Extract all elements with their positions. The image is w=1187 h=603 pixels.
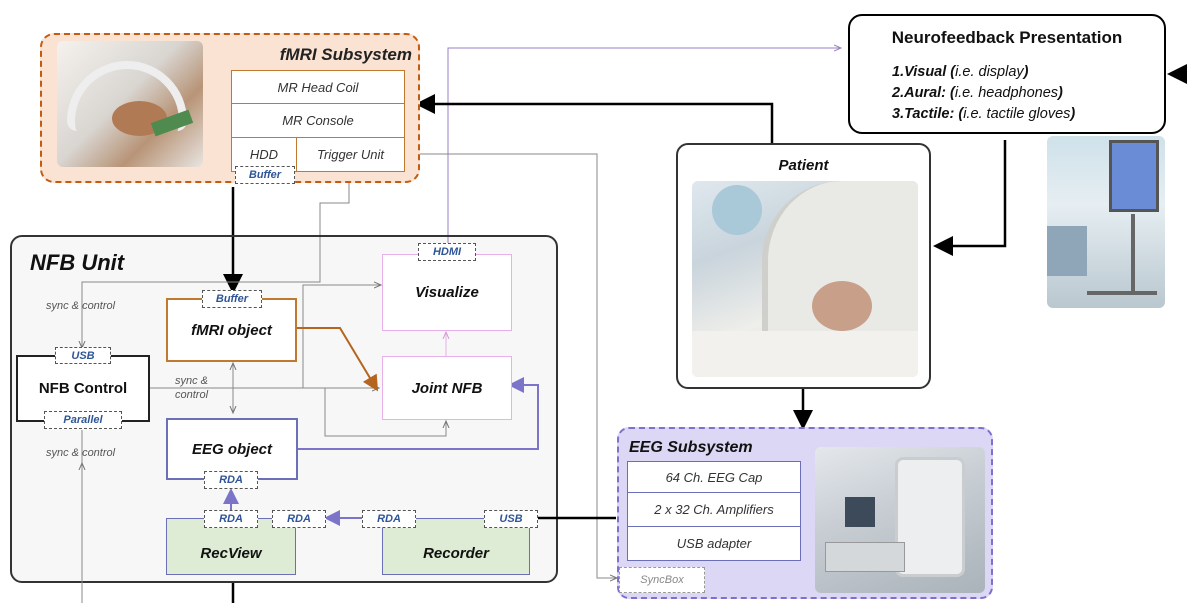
- patient-title: Patient: [778, 157, 829, 174]
- trigger-unit: Trigger Unit: [297, 138, 405, 172]
- fmri-object-buffer-tag: Buffer: [202, 290, 262, 308]
- mr-head-coil: MR Head Coil: [231, 70, 405, 104]
- patient-photo: [692, 181, 918, 377]
- sync-control-label-bottom: sync & control: [46, 447, 116, 459]
- mr-head-coil-photo: [57, 41, 203, 167]
- mr-console: MR Console: [231, 104, 405, 138]
- presentation-modalities: 1.Visual (i.e. display) 2.Aural: (i.e. h…: [892, 62, 1075, 125]
- eeg-cap: 64 Ch. EEG Cap: [627, 461, 801, 493]
- eeg-subsystem-title: EEG Subsystem: [629, 439, 753, 456]
- recview-rda-tag-1: RDA: [204, 510, 258, 528]
- eeg-equipment-photo: [815, 447, 985, 593]
- visualize: Visualize: [382, 254, 512, 331]
- modality-tactile: 3.Tactile: (i.e. tactile gloves): [892, 106, 1076, 122]
- recorder: Recorder: [382, 518, 530, 575]
- joint-nfb: Joint NFB: [382, 356, 512, 420]
- recview-rda-tag-2: RDA: [272, 510, 326, 528]
- nfb-unit-title: NFB Unit: [30, 250, 125, 275]
- presentation-title: Neurofeedback Presentation: [891, 28, 1123, 47]
- recorder-usb-tag: USB: [484, 510, 538, 528]
- sync-control-label-top: sync & control: [46, 300, 116, 312]
- recorder-rda-tag: RDA: [362, 510, 416, 528]
- nfb-control: NFB Control: [16, 355, 150, 422]
- fmri-subsystem-title: fMRI Subsystem: [279, 45, 412, 64]
- hdmi-tag: HDMI: [418, 243, 476, 261]
- display-photo: [1047, 136, 1165, 308]
- fmri-subsystem: fMRI Subsystem MR Head Coil MR Console H…: [40, 33, 420, 184]
- neurofeedback-presentation: Neurofeedback Presentation 1.Visual (i.e…: [848, 14, 1166, 134]
- modality-visual: 1.Visual (i.e. display): [892, 64, 1029, 80]
- patient-panel: Patient: [676, 143, 931, 389]
- sync-control-label-mid: sync & control: [175, 375, 209, 401]
- usb-adapter: USB adapter: [627, 527, 801, 561]
- parallel-tag: Parallel: [44, 411, 122, 429]
- usb-tag: USB: [55, 347, 111, 364]
- fmri-buffer-tag: Buffer: [235, 166, 295, 184]
- eeg-subsystem: EEG Subsystem 64 Ch. EEG Cap 2 x 32 Ch. …: [617, 427, 993, 599]
- eeg-amplifiers: 2 x 32 Ch. Amplifiers: [627, 493, 801, 527]
- modality-aural: 2.Aural: (i.e. headphones): [892, 85, 1063, 101]
- syncbox-tag: SyncBox: [619, 567, 705, 593]
- eeg-object-rda-tag: RDA: [204, 471, 258, 489]
- fmri-object: fMRI object: [166, 298, 297, 362]
- eeg-object: EEG object: [166, 418, 298, 480]
